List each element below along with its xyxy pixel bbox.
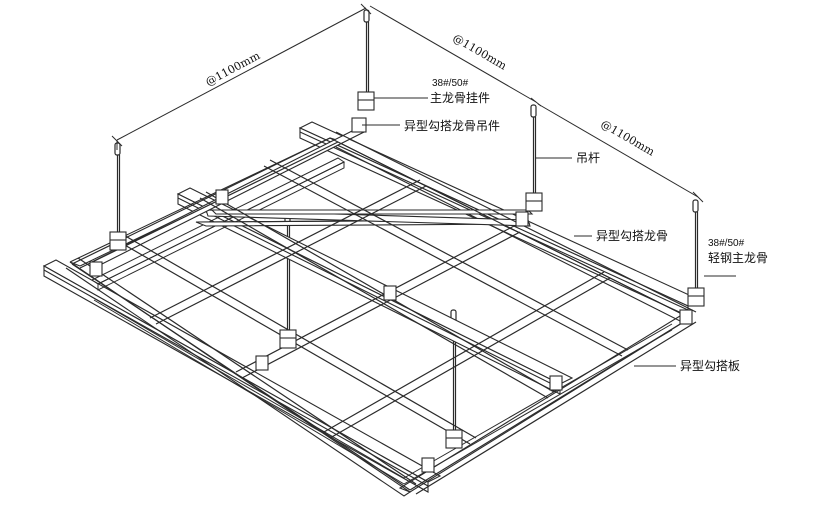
light-steel-main-keel xyxy=(42,259,442,493)
main-keel-hanger xyxy=(351,91,375,133)
grid-lines xyxy=(71,131,697,495)
dimension-label-left: @1100mm xyxy=(203,49,262,89)
hook-keel-hanger xyxy=(549,375,563,391)
main-keel-hanger xyxy=(89,231,127,277)
hook-panel-label: 异型勾搭板 xyxy=(680,359,740,373)
hook-keel xyxy=(210,209,534,215)
light-steel-main-keel-spec: 38#/50# xyxy=(708,238,745,249)
hanger-rod-label: 吊杆 xyxy=(576,151,600,165)
hanger-rod xyxy=(692,199,699,288)
hanger-rod xyxy=(530,104,537,193)
main-keel-hanger-spec: 38#/50# xyxy=(432,78,469,89)
main-keel-hanger-label: 主龙骨挂件 xyxy=(430,91,490,105)
hanger-rod xyxy=(114,142,121,232)
hook-keel-label: 异型勾搭龙骨 xyxy=(596,229,668,243)
main-keels xyxy=(42,121,702,493)
dimension-label-right: @1100mm xyxy=(599,117,658,158)
hanger-rod xyxy=(363,9,370,92)
leader-lines xyxy=(362,97,736,367)
hook-keel-hanger-label: 异型勾搭龙骨吊件 xyxy=(404,119,500,133)
hook-keel-hanger xyxy=(383,285,397,301)
dimension-label-top: @1100mm xyxy=(451,31,510,72)
main-keel-hanger xyxy=(515,192,543,227)
light-steel-main-keel-label: 轻钢主龙骨 xyxy=(708,251,768,265)
hook-panels xyxy=(89,157,673,485)
main-keel-hanger xyxy=(421,429,463,473)
dimension-lines xyxy=(111,3,704,203)
main-keel-hanger xyxy=(255,329,297,371)
hanger-brackets xyxy=(89,91,705,473)
light-steel-main-keel xyxy=(176,187,574,395)
hanger-rod xyxy=(284,210,291,330)
main-keel-hanger xyxy=(679,287,705,325)
hook-keel-hanger xyxy=(215,189,229,205)
